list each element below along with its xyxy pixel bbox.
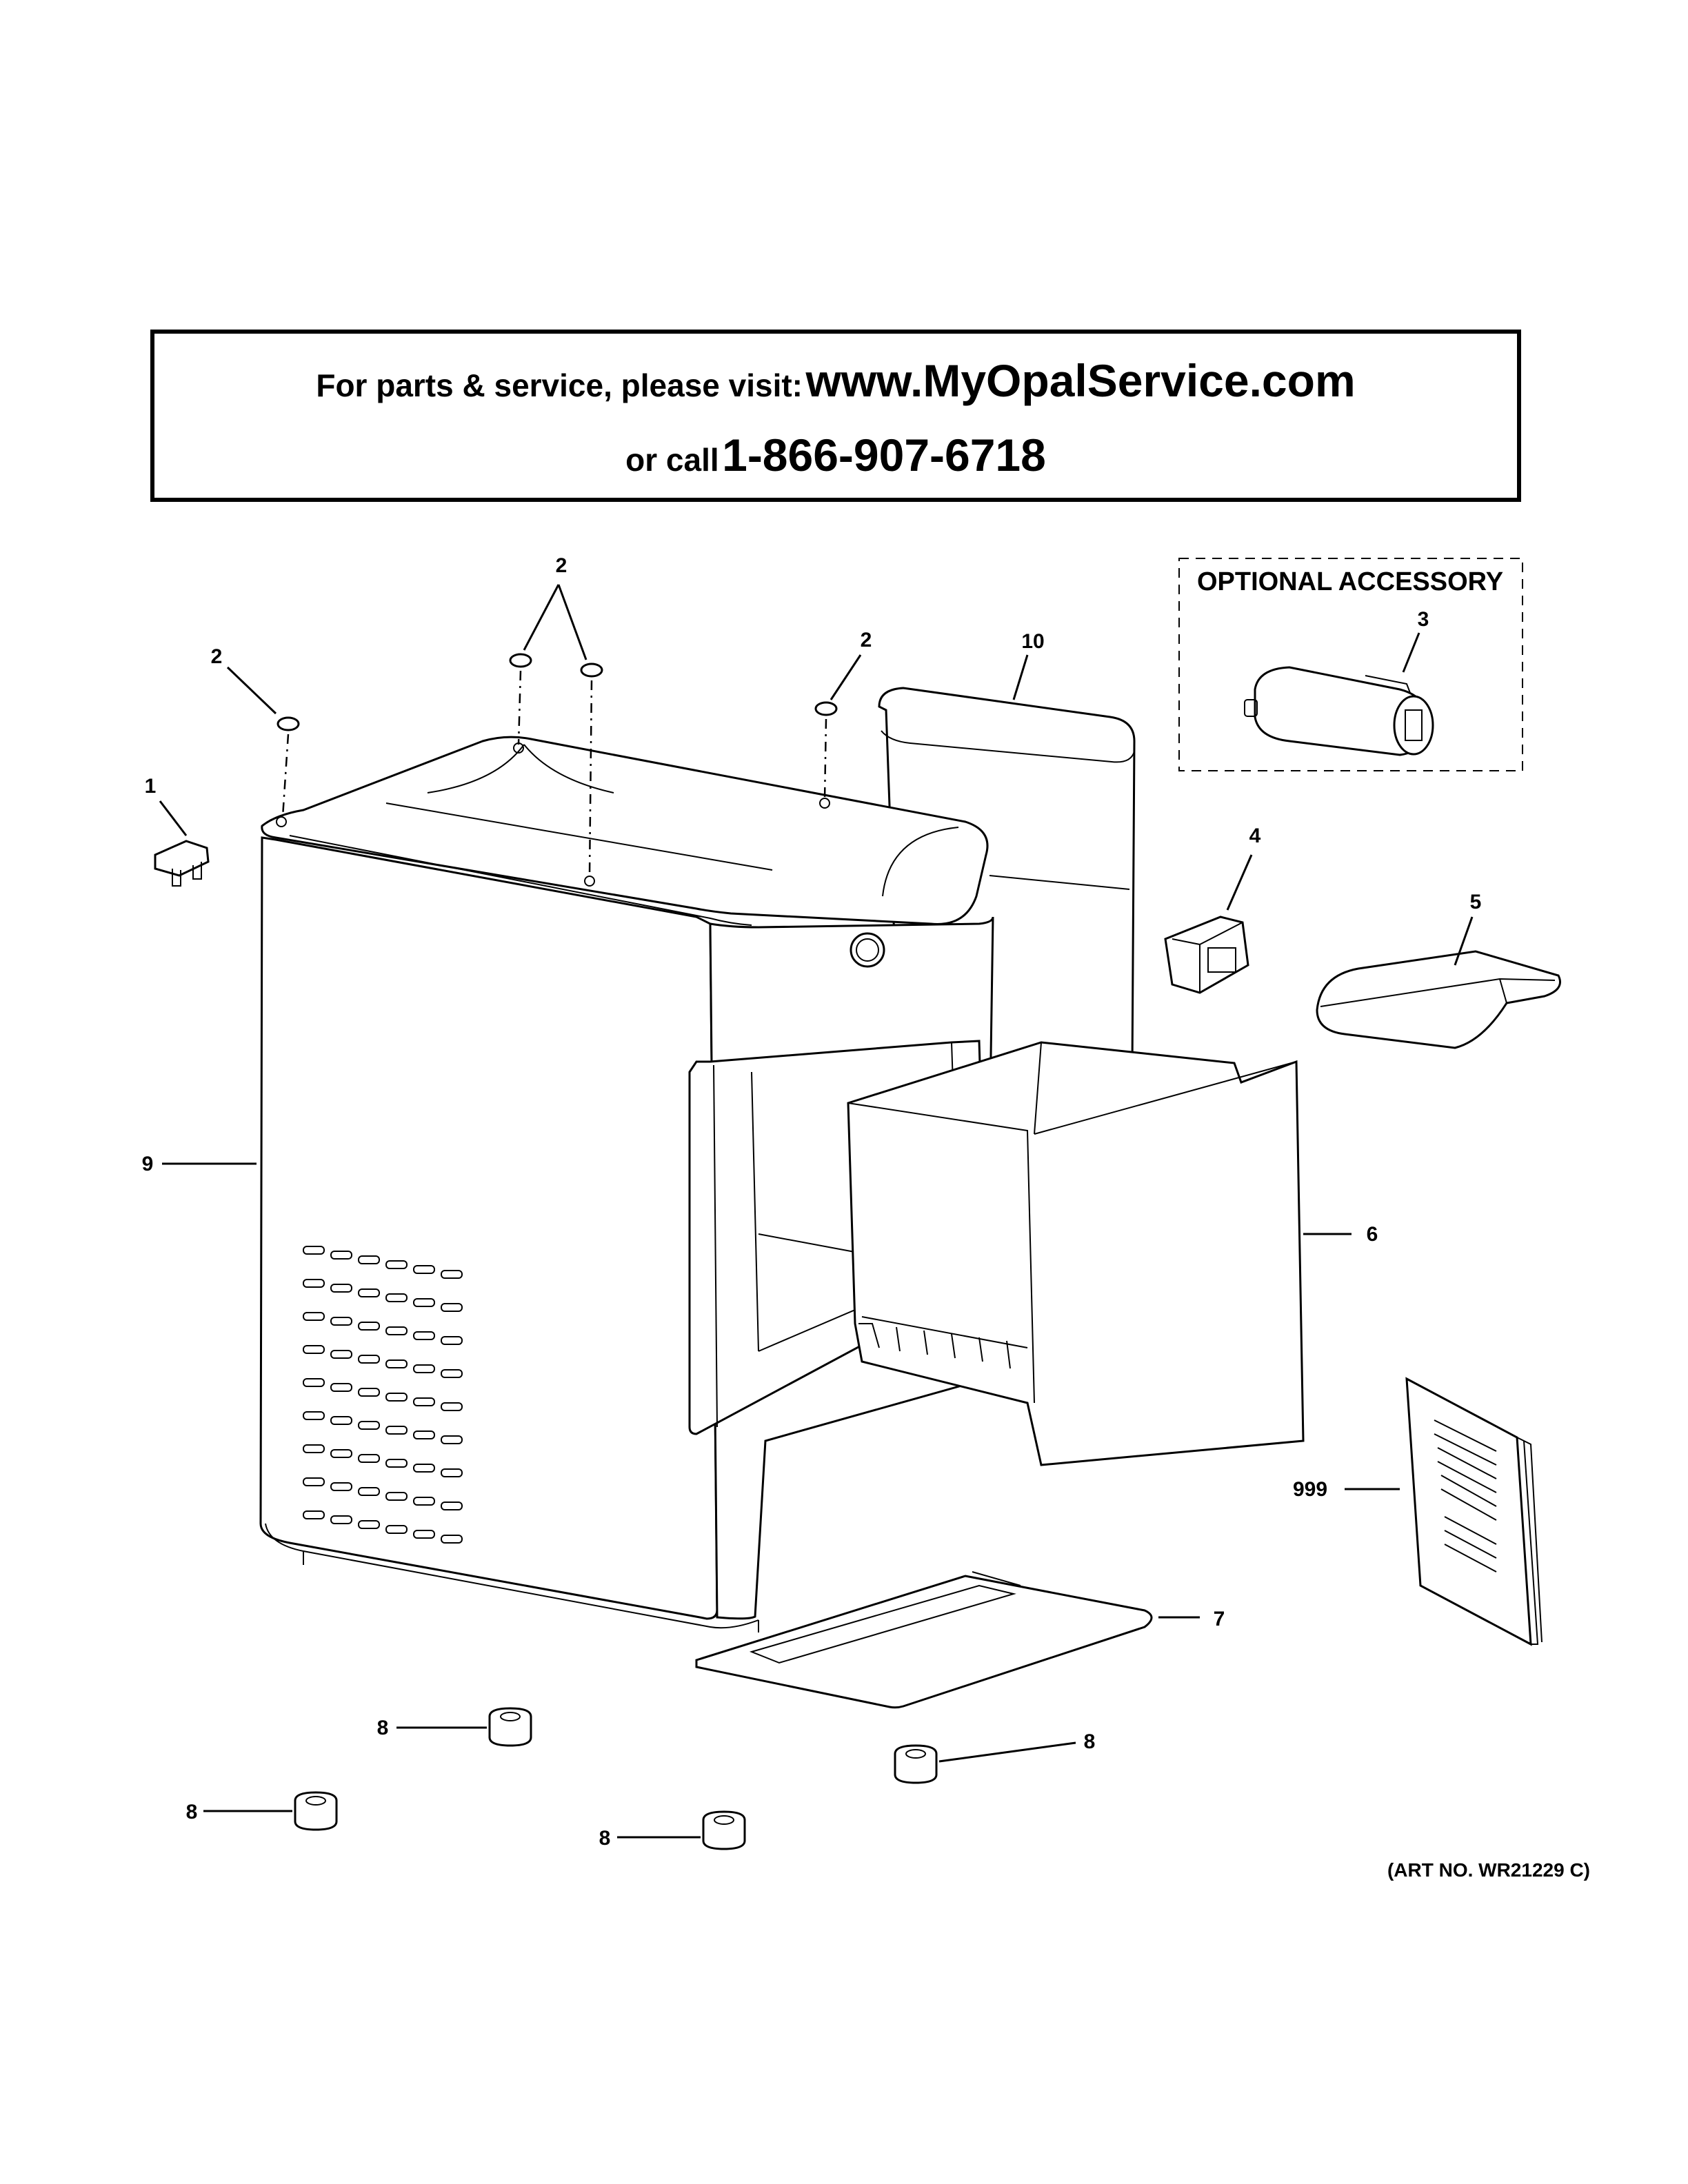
art-number: (ART NO. WR21229 C) — [1387, 1859, 1590, 1881]
banner-website-link[interactable]: www.MyOpalService.com — [805, 355, 1356, 406]
callout-999: 999 — [1293, 1478, 1327, 1501]
vent-grille — [303, 1246, 463, 1544]
optional-accessory-box: OPTIONAL ACCESSORY — [1178, 558, 1523, 771]
foot-icon — [294, 1707, 938, 1850]
ice-bin-icon — [847, 1041, 1305, 1466]
callout-9: 9 — [142, 1153, 154, 1175]
leader-lines — [159, 584, 1474, 1839]
callout-10: 10 — [1021, 630, 1044, 653]
accessory-box-title: OPTIONAL ACCESSORY — [1197, 567, 1503, 596]
callout-3: 3 — [1418, 608, 1429, 631]
callout-1: 1 — [145, 775, 157, 798]
callout-8-c: 8 — [599, 1827, 611, 1850]
manual-icon — [1405, 1377, 1543, 1646]
callout-5: 5 — [1470, 891, 1482, 913]
callout-2-left: 2 — [211, 645, 223, 668]
cap-icon — [154, 840, 210, 887]
banner-line-phone: or call 1-866-907-6718 — [154, 429, 1517, 481]
banner-visit-text: For parts & service, please visit: — [316, 367, 803, 403]
filter-cartridge-icon — [1244, 666, 1434, 756]
banner-phone-number[interactable]: 1-866-907-6718 — [722, 429, 1046, 481]
callout-8-d: 8 — [1084, 1730, 1096, 1753]
service-banner: For parts & service, please visit: www.M… — [150, 330, 1521, 502]
banner-line-website: For parts & service, please visit: www.M… — [154, 354, 1517, 407]
callout-7: 7 — [1214, 1608, 1225, 1630]
drip-tray-icon — [695, 1571, 1153, 1709]
plug-icon — [1164, 916, 1249, 994]
scoop-icon — [1316, 950, 1561, 1049]
callout-2-center: 2 — [556, 554, 567, 577]
callout-8-b: 8 — [186, 1801, 198, 1823]
callout-8-a: 8 — [377, 1717, 389, 1739]
banner-call-text: or call — [625, 442, 719, 478]
callout-6: 6 — [1367, 1223, 1378, 1246]
callout-4: 4 — [1249, 825, 1261, 847]
callout-2-right: 2 — [861, 629, 872, 651]
top-caps — [276, 653, 838, 887]
